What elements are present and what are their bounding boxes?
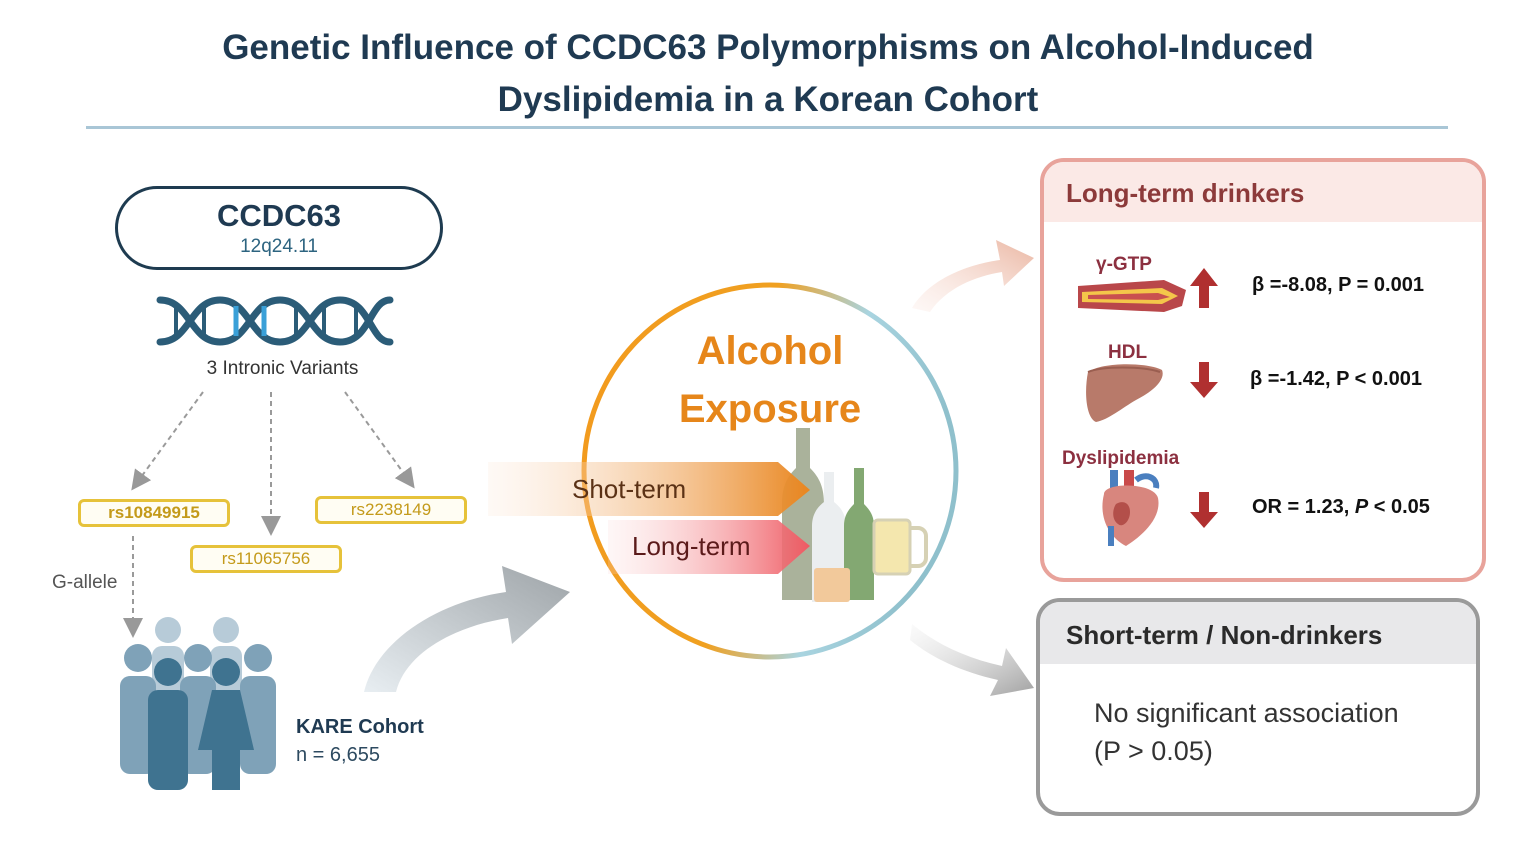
long-term-header: Long-term drinkers — [1044, 162, 1482, 222]
dyslipidemia-label: Dyslipidemia — [1062, 448, 1180, 469]
hdl-label: HDL — [1108, 342, 1148, 363]
snp-rs10849915: rs10849915 — [78, 499, 230, 527]
title-divider — [86, 126, 1448, 129]
short-term-header: Short-term / Non-drinkers — [1040, 602, 1476, 664]
arrow-to-long-term — [912, 240, 1034, 312]
cohort-name: KARE Cohort — [296, 716, 424, 738]
exposure-title: Alcohol Exposure — [640, 322, 900, 438]
short-term-result: No significant association (P > 0.05) — [1094, 694, 1454, 770]
people-group-icon — [120, 617, 276, 790]
ggtp-label: γ-GTP — [1096, 254, 1152, 275]
exposure-arrows — [488, 462, 810, 574]
gene-box: CCDC63 12q24.11 — [115, 186, 443, 270]
arrow-down-icon — [1190, 492, 1218, 528]
short-term-result-line-1: No significant association — [1094, 698, 1399, 728]
hdl-stat: β =-1.42, P < 0.001 — [1250, 368, 1422, 390]
page-title: Genetic Influence of CCDC63 Polymorphism… — [0, 22, 1536, 126]
long-term-panel: Long-term drinkers γ-GTP β =-8.08, P = 0… — [1040, 158, 1486, 582]
dna-helix-icon — [156, 296, 394, 346]
snp-rs2238149: rs2238149 — [315, 496, 467, 524]
title-line-2: Dyslipidemia in a Korean Cohort — [497, 80, 1039, 119]
arrow-up-icon — [1190, 268, 1218, 308]
arrow-to-snp3 — [344, 391, 415, 489]
arrow-down-icon — [1190, 362, 1218, 398]
cohort-size: n = 6,655 — [296, 744, 380, 766]
gene-name: CCDC63 — [216, 198, 342, 233]
heart-icon — [1102, 470, 1160, 546]
artery-icon — [1078, 280, 1186, 312]
liver-icon — [1086, 364, 1163, 422]
short-term-title: Short-term / Non-drinkers — [1066, 620, 1383, 650]
variants-label: 3 Intronic Variants — [206, 358, 359, 379]
gene-location: 12q24.11 — [240, 236, 318, 257]
short-term-result-line-2: (P > 0.05) — [1094, 736, 1213, 766]
short-term-panel: Short-term / Non-drinkers No significant… — [1036, 598, 1480, 816]
long-term-label: Long-term — [632, 531, 751, 561]
ggtp-stat: β =-8.08, P = 0.001 — [1252, 274, 1424, 296]
short-term-label: Shot-term — [572, 474, 687, 504]
long-term-title: Long-term drinkers — [1066, 178, 1305, 208]
snp-rs11065756: rs11065756 — [190, 545, 342, 573]
exposure-line-2: Exposure — [678, 387, 862, 431]
variant-arrows — [123, 391, 415, 638]
dyslipidemia-stat: OR = 1.23, P < 0.05 — [1252, 496, 1430, 518]
exposure-line-1: Alcohol — [696, 329, 844, 373]
short-term-arrow — [488, 462, 810, 516]
title-line-1: Genetic Influence of CCDC63 Polymorphism… — [222, 28, 1314, 67]
arrow-to-snp1 — [131, 391, 204, 491]
long-term-arrow — [608, 520, 810, 574]
arrow-to-short-term — [910, 624, 1034, 696]
allele-label: G-allele — [52, 572, 118, 593]
curved-arrow-cohort-to-exposure — [364, 566, 570, 692]
